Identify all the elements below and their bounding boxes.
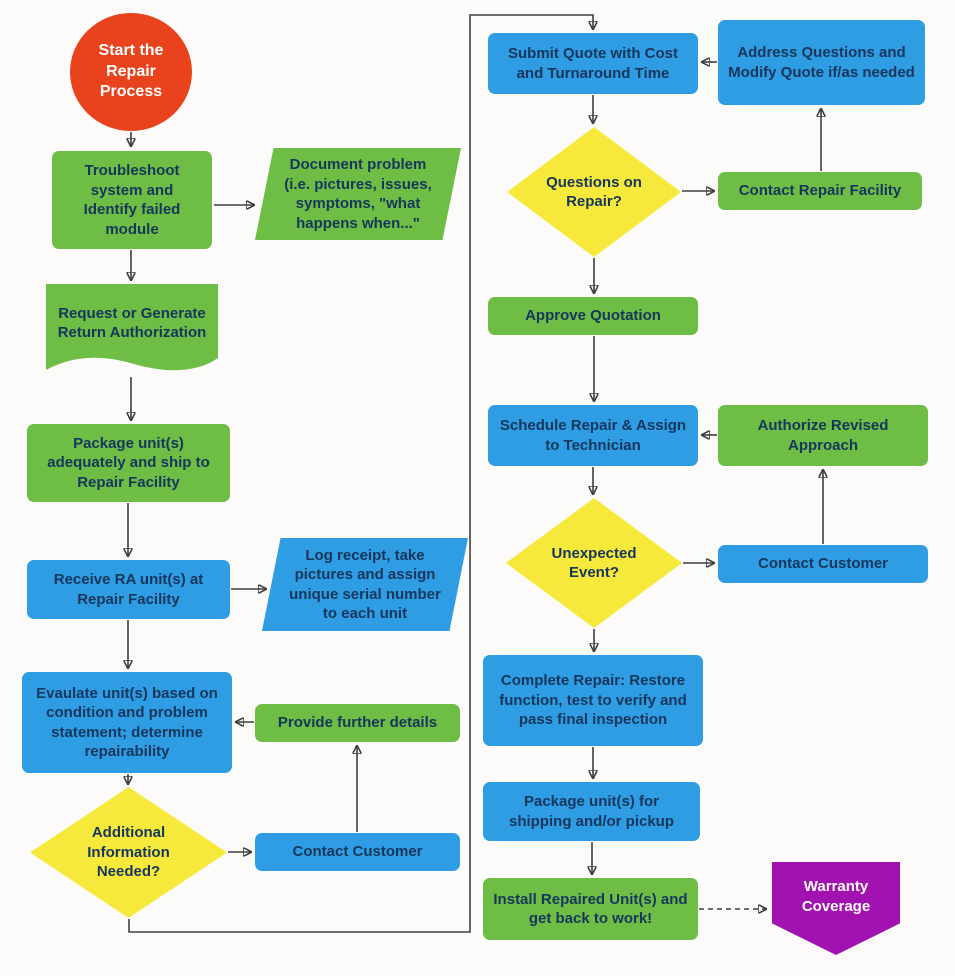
node-install-repaired-units: Install Repaired Unit(s) and get back to…: [483, 878, 698, 940]
node-package-and-ship: Package unit(s) adequately and ship to R…: [27, 424, 230, 502]
node-submit-quote: Submit Quote with Cost and Turnaround Ti…: [488, 33, 698, 94]
node-authorize-revised-approach: Authorize Revised Approach: [718, 405, 928, 466]
node-provide-further-details: Provide further details: [255, 704, 460, 742]
node-troubleshoot: Troubleshoot system and Identify failed …: [52, 151, 212, 249]
node-contact-repair-facility: Contact Repair Facility: [718, 172, 922, 210]
node-log-receipt: Log receipt, take pictures and assign un…: [262, 538, 468, 631]
node-questions-on-repair: Questions on Repair?: [507, 127, 681, 257]
node-contact-customer-right: Contact Customer: [718, 545, 928, 583]
node-complete-repair: Complete Repair: Restore function, test …: [483, 655, 703, 746]
node-receive-ra-units: Receive RA unit(s) at Repair Facility: [27, 560, 230, 619]
node-approve-quotation: Approve Quotation: [488, 297, 698, 335]
node-evaluate-units: Evaulate unit(s) based on condition and …: [22, 672, 232, 773]
node-package-for-pickup: Package unit(s) for shipping and/or pick…: [483, 782, 700, 841]
node-schedule-repair: Schedule Repair & Assign to Technician: [488, 405, 698, 466]
node-warranty-coverage: Warranty Coverage: [772, 862, 900, 955]
node-contact-customer-left: Contact Customer: [255, 833, 460, 871]
node-address-questions: Address Questions and Modify Quote if/as…: [718, 20, 925, 105]
node-request-return-authorization: Request or Generate Return Authorization: [46, 284, 218, 376]
node-document-problem: Document problem (i.e. pictures, issues,…: [255, 148, 461, 240]
node-additional-info-needed: Additional Information Needed?: [30, 787, 227, 918]
node-unexpected-event: Unexpected Event?: [506, 498, 682, 628]
node-start: Start the Repair Process: [70, 13, 192, 131]
